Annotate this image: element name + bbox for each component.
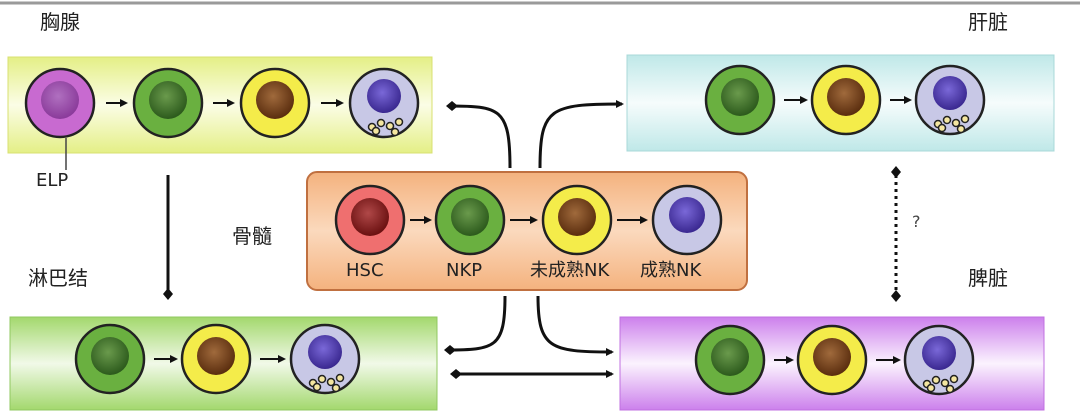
marrow-cell-immature: [541, 184, 613, 256]
marrow-to-liver-arrow: [538, 100, 624, 169]
marrow-to-lymph-arrow: [444, 295, 507, 355]
lymph-node-label: 淋巴结: [28, 266, 88, 290]
unknown-path-mark: ?: [912, 212, 921, 231]
lymph-cell-immature: [180, 323, 252, 395]
bone-marrow-label: 骨髓: [232, 224, 272, 248]
spleen-cell-mature: [903, 324, 975, 396]
nkp-cell-label: NKP: [446, 260, 483, 281]
thymus-cell-elp: [24, 67, 96, 139]
thymus-label: 胸腺: [40, 10, 80, 34]
hsc-cell-label: HSC: [346, 260, 384, 281]
spleen-label: 脾脏: [968, 266, 1008, 290]
thymus-cell-immature: [239, 67, 311, 139]
spleen-cell-immature: [796, 324, 868, 396]
marrow-cell-hsc: [334, 184, 406, 256]
immature-nk-cell-label: 未成熟NK: [530, 260, 610, 281]
liver-label: 肝脏: [968, 10, 1008, 34]
marrow-cell-mature: [651, 184, 723, 256]
lymph-cell-nkp: [74, 323, 146, 395]
spleen-cell-nkp: [694, 324, 766, 396]
mature-nk-cell-label: 成熟NK: [640, 260, 702, 281]
lymph-cell-mature: [289, 323, 361, 395]
liver-cell-mature: [914, 64, 986, 136]
thymus-cell-mature: [348, 67, 420, 139]
liver-cell-immature: [810, 64, 882, 136]
marrow-to-spleen-arrow: [536, 295, 614, 356]
elp-cell-label: ELP: [36, 170, 69, 191]
liver-cell-nkp: [704, 64, 776, 136]
thymus-cell-nkp: [132, 67, 204, 139]
marrow-to-thymus-arrow: [446, 101, 512, 169]
bone-marrow-box: [306, 171, 748, 291]
marrow-cell-nkp: [434, 184, 506, 256]
